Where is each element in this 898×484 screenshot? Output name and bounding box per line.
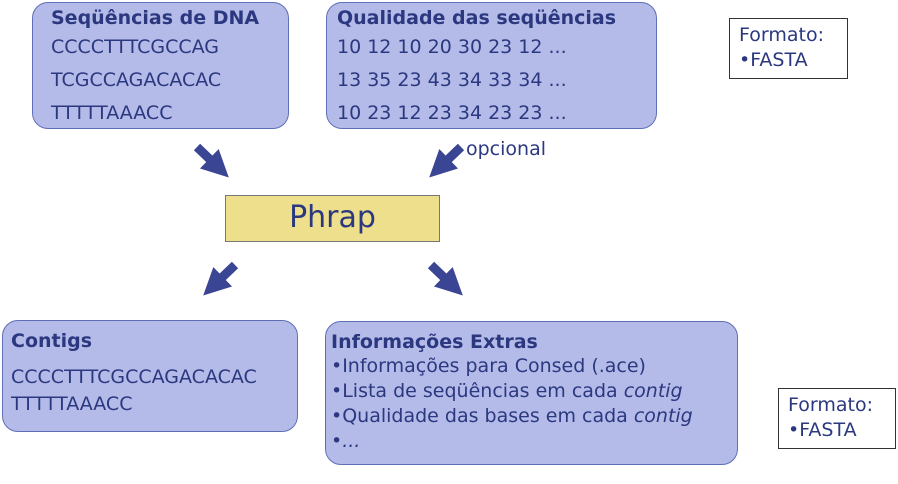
format-label: Formato:	[739, 24, 824, 46]
phrap-program-box: Phrap	[225, 195, 440, 242]
dna-sequences-title: Seqüências de DNA	[51, 7, 260, 29]
format-item: •FASTA	[788, 419, 857, 441]
extra-info-box: Informações Extras •Informações para Con…	[325, 321, 738, 465]
format-note-top: Formato: •FASTA	[729, 18, 848, 79]
contig-sequence-line: CCCCTTTCGCCAGACACAC	[11, 366, 257, 388]
optional-label: opcional	[466, 138, 546, 160]
dna-sequence-line: TTTTTAAACC	[51, 102, 173, 124]
quality-sequences-title: Qualidade das seqüências	[337, 7, 617, 29]
quality-sequences-box: Qualidade das seqüências 10 12 10 20 30 …	[326, 2, 657, 129]
extra-info-item: •...	[331, 430, 361, 452]
extra-info-item: •Lista de seqüências em cada contig	[331, 380, 683, 402]
quality-values-line: 10 23 12 23 34 23 23 ...	[337, 102, 567, 124]
arrow-dna-to-phrap	[193, 143, 229, 178]
arrow-phrap-to-contigs	[203, 261, 239, 296]
extra-info-title: Informações Extras	[331, 331, 538, 353]
contigs-title: Contigs	[11, 330, 93, 352]
contigs-box: Contigs CCCCTTTCGCCAGACACAC TTTTTAAACC	[2, 320, 298, 432]
contig-sequence-line: TTTTTAAACC	[11, 393, 133, 415]
format-item: •FASTA	[739, 49, 808, 71]
quality-values-line: 13 35 23 43 34 33 34 ...	[337, 69, 567, 91]
extra-info-item: •Informações para Consed (.ace)	[331, 355, 646, 377]
dna-sequence-line: CCCCTTTCGCCAG	[51, 36, 220, 58]
format-label: Formato:	[788, 394, 873, 416]
extra-info-item: •Qualidade das bases em cada contig	[331, 405, 693, 427]
quality-values-line: 10 12 10 20 30 23 12 ...	[337, 36, 567, 58]
dna-sequences-box: Seqüências de DNA CCCCTTTCGCCAG TCGCCAGA…	[32, 2, 289, 129]
format-note-bottom: Formato: •FASTA	[778, 388, 896, 449]
dna-sequence-line: TCGCCAGACACAC	[51, 69, 222, 91]
arrow-quality-to-phrap	[429, 143, 465, 178]
arrow-phrap-to-extras	[427, 261, 463, 296]
